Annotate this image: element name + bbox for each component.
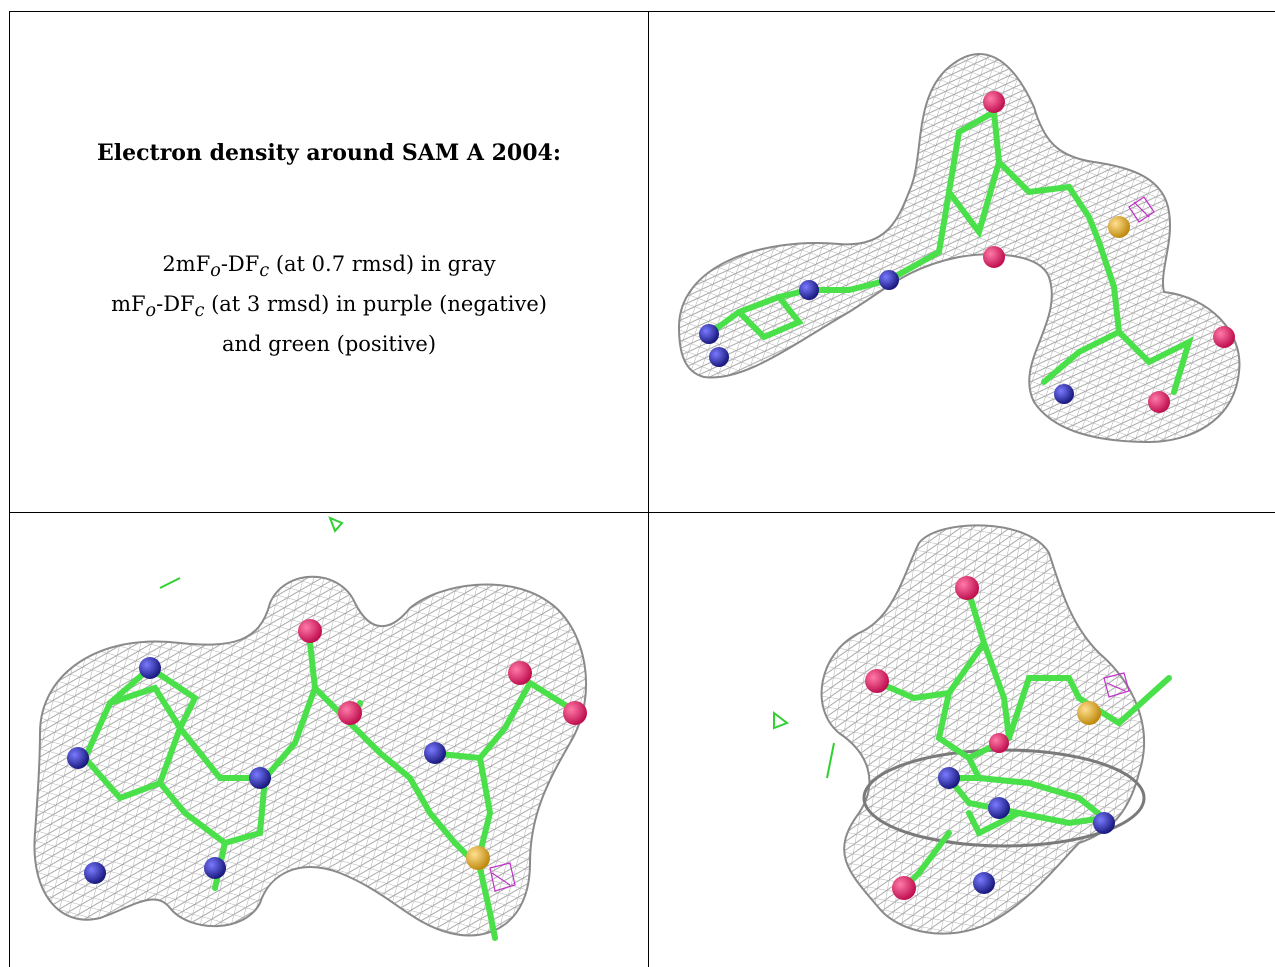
density-view-1 — [649, 12, 1275, 513]
nitrogen-atom — [988, 797, 1010, 819]
negative-density — [1103, 672, 1130, 698]
nitrogen-atom — [67, 747, 89, 769]
positive-density — [159, 516, 344, 589]
nitrogen-atom — [799, 280, 819, 300]
atoms — [67, 619, 587, 884]
density-image-3 — [773, 524, 1172, 935]
oxygen-atom — [955, 576, 979, 600]
legend-line-difference: mFo-DFc (at 3 rmsd) in purple (negative) — [111, 292, 547, 322]
negative-density — [489, 862, 516, 892]
nitrogen-atom — [938, 767, 960, 789]
atoms — [699, 91, 1235, 413]
nitrogen-atom — [1054, 384, 1074, 404]
density-image-1 — [677, 53, 1241, 444]
oxygen-atom — [563, 701, 587, 725]
density-image-2 — [33, 516, 588, 941]
density-mesh — [677, 53, 1241, 444]
legend-line-positive: and green (positive) — [221, 332, 437, 357]
density-view-3 — [649, 513, 1275, 967]
oxygen-atom — [1213, 326, 1235, 348]
oxygen-atom — [508, 661, 532, 685]
oxygen-atom — [1148, 391, 1170, 413]
oxygen-atom — [989, 733, 1009, 753]
nitrogen-atom — [424, 742, 446, 764]
nitrogen-atom — [709, 347, 729, 367]
nitrogen-atom — [204, 857, 226, 879]
oxygen-atom — [298, 619, 322, 643]
oxygen-atom — [892, 876, 916, 900]
figure-legend: 2mFo-DFc (at 0.7 rmsd) in gray mFo-DFc (… — [10, 248, 648, 361]
oxygen-atom — [338, 701, 362, 725]
nitrogen-atom — [879, 270, 899, 290]
sulfur-atom — [1077, 701, 1101, 725]
caption-cell: Electron density around SAM A 2004: 2mFo… — [10, 12, 649, 513]
nitrogen-atom — [1093, 812, 1115, 834]
nitrogen-atom — [84, 862, 106, 884]
sulfur-atom — [1108, 216, 1130, 238]
positive-density — [773, 710, 835, 779]
oxygen-atom — [983, 246, 1005, 268]
nitrogen-atom — [249, 767, 271, 789]
density-view-2 — [10, 513, 649, 967]
negative-density — [1128, 196, 1155, 223]
atoms — [865, 576, 1115, 900]
nitrogen-atom — [973, 872, 995, 894]
figure-title: Electron density around SAM A 2004: — [97, 140, 561, 166]
sulfur-atom — [466, 846, 490, 870]
nitrogen-atom — [139, 657, 161, 679]
density-mesh — [33, 575, 588, 937]
oxygen-atom — [865, 669, 889, 693]
figure-grid: Electron density around SAM A 2004: 2mFo… — [9, 11, 1275, 967]
legend-line-gray: 2mFo-DFc (at 0.7 rmsd) in gray — [162, 252, 496, 282]
oxygen-atom — [983, 91, 1005, 113]
nitrogen-atom — [699, 324, 719, 344]
